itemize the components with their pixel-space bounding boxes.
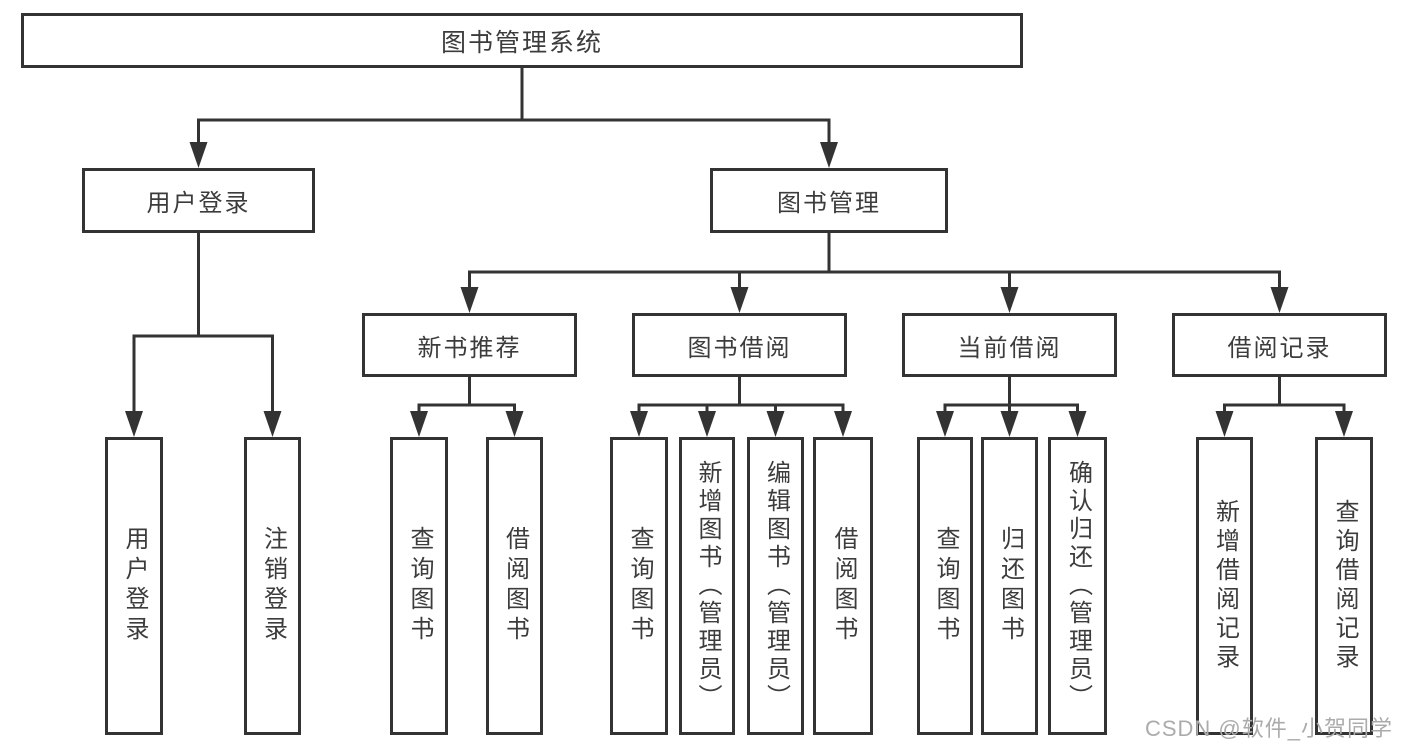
node-label: 编辑图书（管理员）: [762, 460, 790, 712]
node-label: 归还图书: [996, 526, 1024, 646]
node-new-book-recommend: 新书推荐: [362, 313, 577, 377]
node-label: 用户登录: [121, 526, 148, 646]
node-label: 借阅图书: [830, 526, 857, 646]
node-label: 确认归还（管理员）: [1064, 460, 1092, 712]
leaf-edit-book-admin: 编辑图书（管理员）: [747, 437, 804, 735]
leaf-query-book-2: 查询图书: [610, 437, 668, 735]
node-user-login: 用户登录: [82, 168, 315, 233]
node-label: 图书管理: [777, 190, 881, 217]
node-label: 查询借阅记录: [1331, 499, 1358, 673]
node-book-management: 图书管理: [710, 168, 948, 233]
connector-book-management-branch: [460, 233, 1289, 313]
leaf-borrow-book-2: 借阅图书: [813, 437, 873, 735]
node-book-borrow: 图书借阅: [632, 313, 847, 377]
node-borrow-record: 借阅记录: [1172, 313, 1387, 377]
node-label: 图书借阅: [687, 334, 792, 362]
node-label: 新书推荐: [417, 334, 522, 362]
connector-user-login-branch: [125, 233, 282, 437]
leaf-borrow-book-1: 借阅图书: [486, 437, 543, 735]
leaf-query-borrow-record: 查询借阅记录: [1315, 437, 1373, 735]
leaf-user-login: 用户登录: [105, 437, 163, 735]
node-label: 图书管理系统: [440, 28, 603, 57]
node-label: 借阅图书: [501, 526, 529, 646]
node-label: 用户登录: [146, 190, 251, 217]
node-current-borrow: 当前借阅: [902, 313, 1117, 377]
leaf-logout: 注销登录: [244, 437, 301, 735]
connector-book-borrow-branch: [630, 377, 852, 437]
leaf-return-book: 归还图书: [981, 437, 1038, 735]
leaf-confirm-return-admin: 确认归还（管理员）: [1048, 437, 1107, 735]
connector-root-to-level2: [189, 68, 838, 168]
node-label: 注销登录: [259, 526, 287, 646]
node-label: 借阅记录: [1227, 334, 1332, 362]
connector-new-book-branch: [410, 377, 524, 437]
node-label: 查询图书: [932, 526, 959, 646]
node-label: 查询图书: [626, 526, 653, 646]
node-label: 查询图书: [406, 526, 433, 646]
node-label: 新增图书（管理员）: [694, 460, 721, 712]
leaf-query-book-1: 查询图书: [390, 437, 448, 735]
node-label: 新增借阅记录: [1211, 499, 1239, 673]
leaf-add-borrow-record: 新增借阅记录: [1196, 437, 1253, 735]
connector-current-borrow-branch: [936, 377, 1087, 437]
csdn-watermark: CSDN @软件_小贺同学: [1144, 716, 1393, 741]
connector-borrow-record-branch: [1215, 377, 1353, 437]
leaf-query-book-3: 查询图书: [917, 437, 973, 735]
leaf-add-book-admin: 新增图书（管理员）: [679, 437, 735, 735]
node-label: 当前借阅: [957, 334, 1062, 362]
node-root-system: 图书管理系统: [21, 13, 1023, 68]
